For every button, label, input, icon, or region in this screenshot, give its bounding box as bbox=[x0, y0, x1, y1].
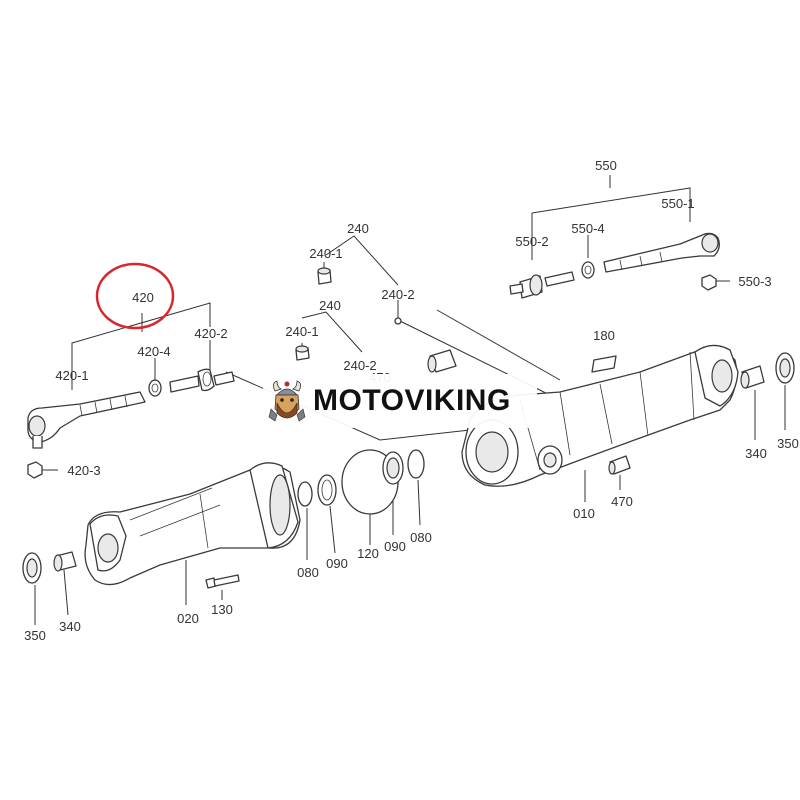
label-080-left: 080 bbox=[297, 565, 319, 580]
axle-housing-020 bbox=[84, 462, 301, 586]
seal-350-right bbox=[775, 352, 795, 384]
ring-080-right bbox=[407, 449, 425, 479]
label-090-right: 090 bbox=[384, 539, 406, 554]
watermark-banner: MOTOVIKING bbox=[263, 374, 537, 428]
bearing-090-right bbox=[382, 451, 404, 485]
label-240-1-upper: 240-1 bbox=[309, 246, 342, 261]
label-080-right: 080 bbox=[410, 530, 432, 545]
tie-rod-550 bbox=[509, 232, 720, 299]
label-550-2: 550-2 bbox=[515, 234, 548, 249]
ring-080-left bbox=[297, 481, 313, 507]
label-180: 180 bbox=[593, 328, 615, 343]
label-340-left: 340 bbox=[59, 619, 81, 634]
bushing-470-right bbox=[608, 455, 631, 475]
label-550-3: 550-3 bbox=[738, 274, 771, 289]
watermark-text: MOTOVIKING bbox=[313, 384, 511, 417]
bushing-240-1-upper bbox=[317, 267, 332, 285]
label-240-upper: 240 bbox=[347, 221, 369, 236]
label-350-right: 350 bbox=[777, 436, 799, 451]
label-350-left: 350 bbox=[24, 628, 46, 643]
tie-rod-end-420-1 bbox=[27, 391, 146, 449]
bushing-470-upper bbox=[427, 349, 457, 373]
axle-housing-010 bbox=[461, 344, 739, 487]
bushing-340-right bbox=[740, 365, 765, 389]
label-420-3: 420-3 bbox=[67, 463, 100, 478]
bolt-130 bbox=[205, 574, 240, 589]
label-240-2-upper: 240-2 bbox=[381, 287, 414, 302]
label-240-lower: 240 bbox=[319, 298, 341, 313]
label-550-1: 550-1 bbox=[661, 196, 694, 211]
highlight-circle bbox=[95, 262, 175, 330]
label-420-4: 420-4 bbox=[137, 344, 170, 359]
viking-mascot-icon bbox=[268, 380, 306, 422]
label-130: 130 bbox=[211, 602, 233, 617]
label-420: 420 bbox=[132, 290, 154, 305]
label-470-right: 470 bbox=[611, 494, 633, 509]
pin-240-2 bbox=[394, 317, 402, 325]
bushing-240-1-lower bbox=[295, 345, 310, 361]
label-090-left: 090 bbox=[326, 556, 348, 571]
label-340-right: 340 bbox=[745, 446, 767, 461]
rod-420-2 bbox=[169, 368, 235, 393]
label-240-2-lower: 240-2 bbox=[343, 358, 376, 373]
label-010: 010 bbox=[573, 506, 595, 521]
label-420-1: 420-1 bbox=[55, 368, 88, 383]
bushing-340-left bbox=[53, 551, 77, 572]
label-tag-180 bbox=[591, 355, 617, 373]
part-labels: 420 420-1 420-2 420-3 420-4 240 240-1 24… bbox=[24, 158, 799, 643]
label-550: 550 bbox=[595, 158, 617, 173]
label-240-1-lower: 240-1 bbox=[285, 324, 318, 339]
label-120: 120 bbox=[357, 546, 379, 561]
ring-420-4 bbox=[148, 379, 162, 397]
label-420-2: 420-2 bbox=[194, 326, 227, 341]
seal-350-left bbox=[22, 552, 42, 584]
label-020: 020 bbox=[177, 611, 199, 626]
nut-420-3 bbox=[27, 461, 43, 479]
nut-550-3 bbox=[701, 274, 717, 291]
ring-090-left bbox=[317, 474, 337, 506]
label-550-4: 550-4 bbox=[571, 221, 604, 236]
